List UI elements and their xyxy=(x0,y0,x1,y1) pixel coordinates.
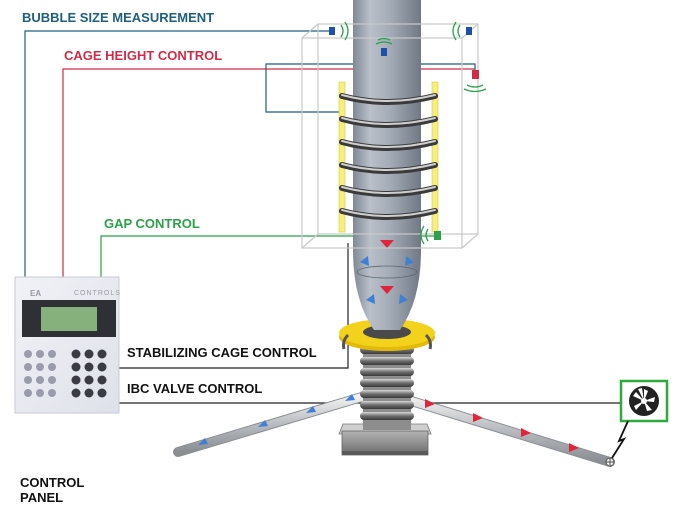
panel-model: CONTROLS xyxy=(74,290,121,297)
air-flow-arrow-icon xyxy=(380,240,394,248)
label-stabilizing-cage-control: STABILIZING CAGE CONTROL xyxy=(127,345,317,360)
air-flow-arrow-icon xyxy=(366,294,375,304)
ultrasonic-sensor-icon xyxy=(329,27,335,35)
gap-control-line xyxy=(100,235,435,277)
air-flow-arrow-icon xyxy=(198,438,208,445)
ultrasonic-sensor-icon xyxy=(434,231,441,240)
label-control-panel: CONTROL PANEL xyxy=(20,475,84,505)
bubble-sensor-top xyxy=(375,37,393,56)
bubble-sensor-right xyxy=(452,21,472,41)
cage-height-sensor xyxy=(463,70,487,93)
air-flow-arrow-icon xyxy=(399,294,408,304)
label-bubble-size-measurement: BUBBLE SIZE MEASUREMENT xyxy=(22,10,215,25)
stabilizing-ring xyxy=(339,319,435,351)
air-flow-arrow-icon xyxy=(569,443,579,452)
bubble-size-line xyxy=(24,30,332,277)
air-flow-arrow-icon xyxy=(345,394,355,401)
air-flow-arrow-icon xyxy=(306,406,316,413)
panel-brand: EA xyxy=(30,289,41,298)
cage-height-bracket xyxy=(265,63,476,113)
die-coil xyxy=(360,342,414,430)
cage-height-line xyxy=(62,68,475,277)
stabilizing-cage-line xyxy=(113,243,349,369)
cage-frame xyxy=(301,23,479,249)
cage-rails xyxy=(338,81,439,233)
air-flow-arrow-icon xyxy=(258,420,268,427)
label-control-panel-line2: PANEL xyxy=(20,490,64,505)
air-flow-arrow-icon xyxy=(405,256,414,266)
control-panel: EA xyxy=(14,276,120,414)
panel-keypad-right xyxy=(71,349,107,398)
gap-sensor xyxy=(420,225,441,245)
air-flow-arrow-icon xyxy=(380,286,394,294)
air-flow-arrow-icon xyxy=(521,428,531,437)
bubble-sensor-left xyxy=(329,21,349,41)
panel-keypad-left xyxy=(24,350,56,397)
pipe-flow-arrows xyxy=(198,394,579,452)
air-flow-arrow-icon xyxy=(425,399,435,408)
bubble-air-arrows xyxy=(360,240,414,304)
label-ibc-valve-control: IBC VALVE CONTROL xyxy=(127,381,263,396)
ultrasonic-sensor-icon xyxy=(381,48,387,56)
label-control-panel-line1: CONTROL xyxy=(20,475,85,490)
label-gap-control: GAP CONTROL xyxy=(104,216,200,231)
cooling-fan xyxy=(611,379,669,459)
panel-display xyxy=(41,307,97,331)
air-pipes xyxy=(173,391,615,467)
ultrasonic-sensor-icon xyxy=(466,27,472,35)
air-flow-arrow-icon xyxy=(360,256,369,266)
cage-rings xyxy=(339,93,438,220)
label-cage-height-control: CAGE HEIGHT CONTROL xyxy=(64,48,223,63)
air-flow-arrow-icon xyxy=(473,413,483,422)
ultrasonic-sensor-icon xyxy=(472,70,479,79)
